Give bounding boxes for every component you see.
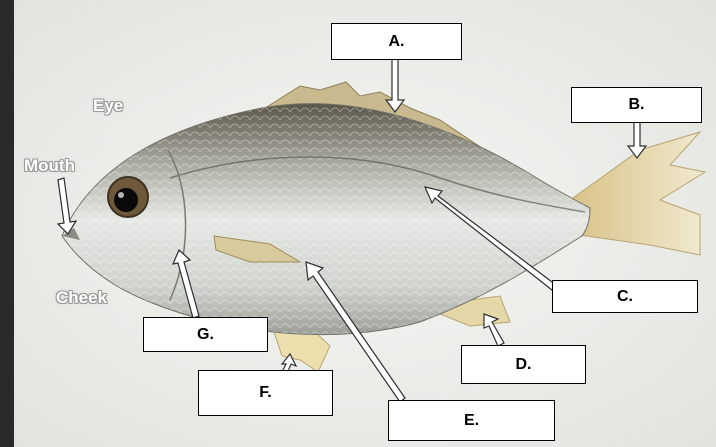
label-box-d: D. xyxy=(461,345,586,384)
eye-highlight xyxy=(118,192,124,198)
label-box-e: E. xyxy=(388,400,555,441)
label-box-f: F. xyxy=(198,370,333,416)
label-box-b: B. xyxy=(571,87,702,123)
eye-annotation: Eye xyxy=(93,96,123,116)
label-box-c: C. xyxy=(552,280,698,313)
left-edge-shadow xyxy=(0,0,14,447)
label-box-g: G. xyxy=(143,317,268,352)
fish-pupil xyxy=(114,188,138,212)
cheek-annotation: Cheek xyxy=(56,288,107,308)
label-box-a: A. xyxy=(331,23,462,60)
mouth-annotation: Mouth xyxy=(24,156,75,176)
